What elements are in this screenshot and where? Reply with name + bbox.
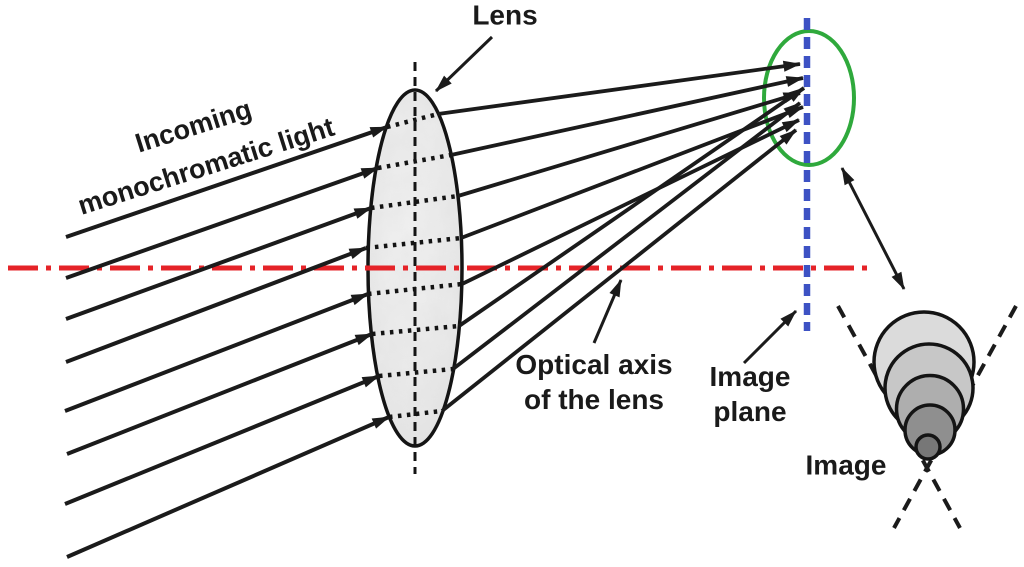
image-plane-label-line1: Image — [709, 361, 791, 392]
optical-axis-pointer-arrow — [592, 279, 623, 344]
refracted-ray — [450, 76, 804, 157]
rays-group — [64, 60, 806, 559]
refracted-ray — [460, 105, 804, 240]
incoming-ray — [64, 374, 380, 506]
image-plane-pointer-arrow — [742, 309, 798, 365]
image-spot-circle — [914, 433, 942, 461]
optical-axis-label: Optical axis of the lens — [515, 347, 672, 417]
incoming-ray — [65, 125, 388, 239]
incoming-ray — [65, 246, 367, 364]
incoming-ray — [65, 166, 379, 280]
incoming-ray — [66, 332, 373, 456]
focus-region-circle — [762, 29, 856, 167]
lens-label: Lens — [472, 0, 538, 31]
refracted-ray — [451, 101, 802, 371]
refracted-ray — [457, 91, 801, 198]
optical-axis-label-line1: Optical axis — [515, 349, 673, 380]
incoming-ray — [65, 206, 372, 321]
incoming-ray — [64, 292, 369, 413]
annotation-arrows-group — [434, 35, 906, 365]
lens-internal-dotted-ray — [378, 366, 454, 379]
lens-marble-texture — [370, 92, 460, 444]
refracted-ray — [437, 60, 801, 116]
focus-group — [762, 18, 856, 331]
image-spot-group — [836, 305, 1018, 529]
refracted-ray — [440, 128, 798, 413]
lens-internal-dotted-ray — [371, 323, 460, 337]
image-plane-label: Image plane — [710, 359, 791, 429]
lens-group — [365, 62, 464, 474]
lens-internal-dotted-ray — [370, 193, 459, 211]
image-plane-label-line2: plane — [713, 396, 787, 427]
lens-pointer-arrow — [434, 35, 494, 93]
refracted-ray — [457, 86, 806, 328]
image-label: Image — [805, 449, 887, 481]
incoming-ray — [66, 415, 390, 559]
plane-to-image-double-arrow — [840, 167, 906, 290]
optical-axis-label-line2: of the lens — [523, 384, 664, 415]
lens-internal-dotted-ray — [377, 152, 452, 171]
